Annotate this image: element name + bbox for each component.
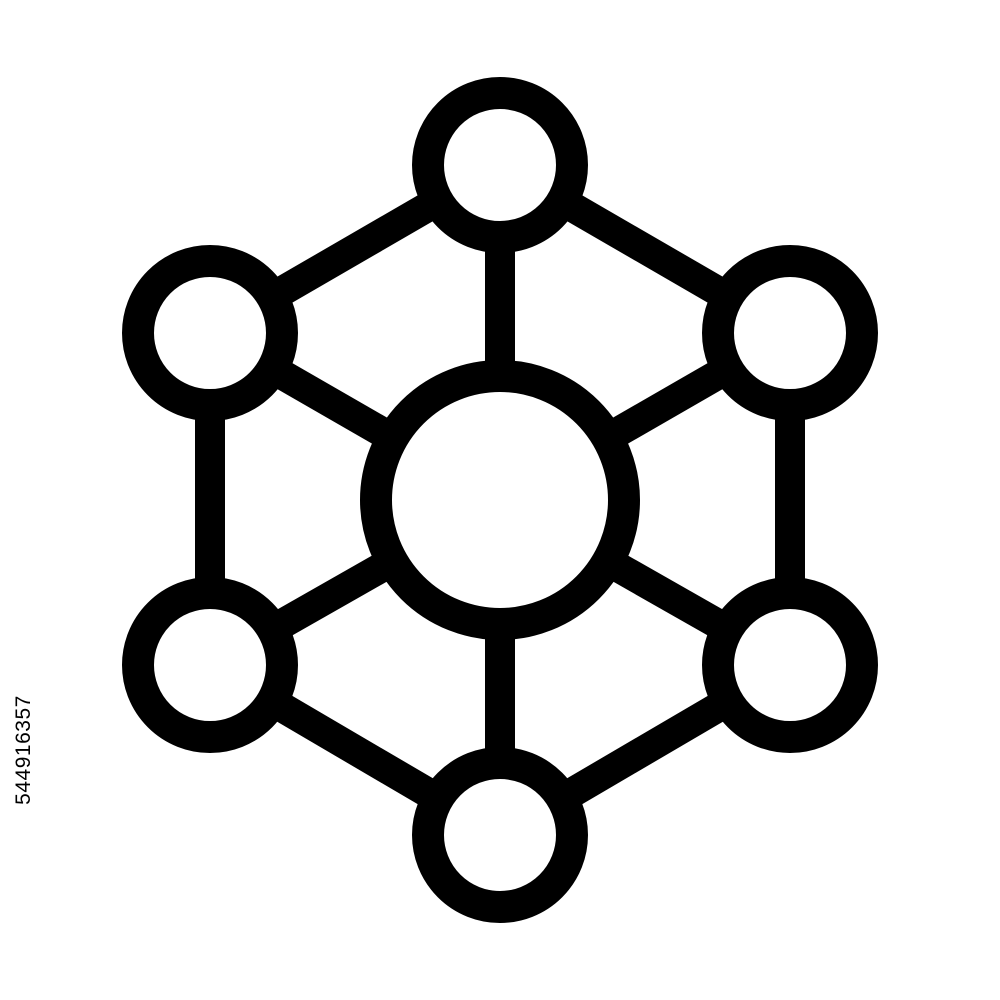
center-node	[360, 360, 640, 640]
node-lower-left	[122, 577, 298, 753]
node-upper-left	[122, 245, 298, 421]
stock-id-text: 544916357	[12, 695, 35, 805]
nodes	[122, 77, 878, 923]
node-top	[412, 77, 588, 253]
node-upper-right	[702, 245, 878, 421]
node-lower-right	[702, 577, 878, 753]
stock-id-label: 544916357	[4, 620, 44, 880]
node-bottom	[412, 747, 588, 923]
